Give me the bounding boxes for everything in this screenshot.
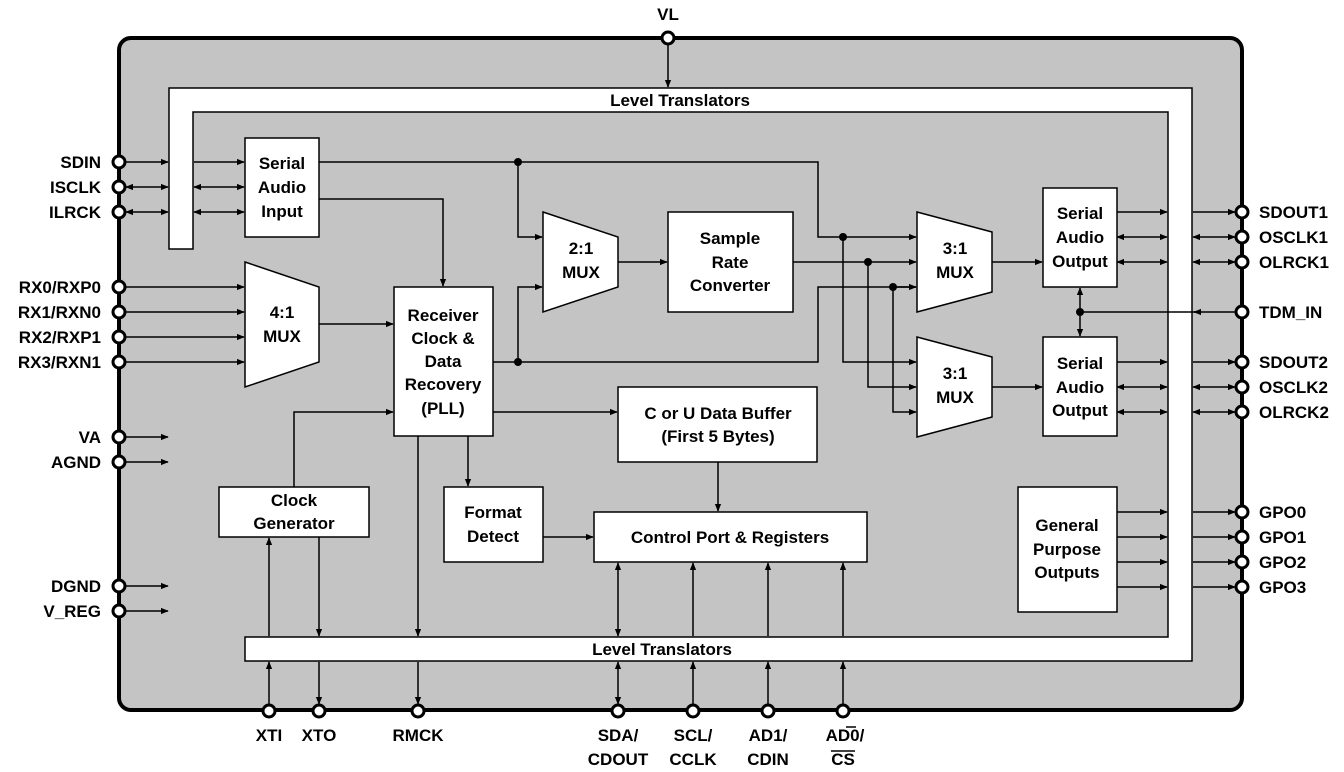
pin-label-vreg: V_REG	[43, 602, 101, 621]
right-pins: SDOUT1 OSCLK1 OLRCK1 TDM_IN SDOUT2 OSCLK…	[1234, 203, 1329, 597]
pin-label-rmck: RMCK	[393, 726, 445, 745]
pin-label-tdm-in: TDM_IN	[1259, 303, 1322, 322]
pin-label-rx1: RX1/RXN0	[18, 303, 101, 322]
pin-label-ilrck: ILRCK	[49, 203, 102, 222]
left-pins: SDIN ISCLK ILRCK RX0/RXP0 RX1/RXN0 RX2/R…	[18, 153, 127, 621]
pin-label-dgnd: DGND	[51, 577, 101, 596]
level-translators-bottom-label: Level Translators	[592, 640, 732, 659]
level-translator-frame	[168, 87, 1193, 662]
pin-label-xti: XTI	[256, 726, 282, 745]
pin-label-olrck1: OLRCK1	[1259, 253, 1329, 272]
pin-label-gpo1: GPO1	[1259, 528, 1306, 547]
level-translators-top-label: Level Translators	[610, 91, 750, 110]
pin-label-xto: XTO	[302, 726, 337, 745]
pin-label-olrck2: OLRCK2	[1259, 403, 1329, 422]
junction-dots	[514, 158, 1084, 366]
pin-label-rx0: RX0/RXP0	[19, 278, 101, 297]
pin-label-isclk: ISCLK	[50, 178, 102, 197]
pin-label-agnd: AGND	[51, 453, 101, 472]
pin-label-scl-cclk: SCL/CCLK	[669, 726, 717, 769]
chip-body	[117, 36, 1244, 712]
pin-label-sdout1: SDOUT1	[1259, 203, 1328, 222]
pin-label-ad1-cdin: AD1/CDIN	[747, 726, 789, 769]
pin-label-gpo3: GPO3	[1259, 578, 1306, 597]
cu-data-buffer-block: C or U Data Buffer(First 5 Bytes)	[617, 386, 818, 463]
pin-label-rx3: RX3/RXN1	[18, 353, 101, 372]
pin-label-rx2: RX2/RXP1	[19, 328, 101, 347]
pin-label-osclk1: OSCLK1	[1259, 228, 1328, 247]
control-port-block: Control Port & Registers	[593, 511, 868, 563]
pin-label-va: VA	[79, 428, 101, 447]
pin-label-sda-cdout: SDA/CDOUT	[588, 726, 649, 769]
pin-label-gpo0: GPO0	[1259, 503, 1306, 522]
pin-label-gpo2: GPO2	[1259, 553, 1306, 572]
pin-label-sdout2: SDOUT2	[1259, 353, 1328, 372]
pin-label-osclk2: OSCLK2	[1259, 378, 1328, 397]
bottom-pins: XTI XTO RMCK SDA/CDOUT SCL/CCLK AD1/CDIN…	[256, 703, 865, 769]
svg-text:C or U Data Buffer(First 5 Byt: C or U Data Buffer(First 5 Bytes)	[644, 404, 792, 446]
pin-label-sdin: SDIN	[60, 153, 101, 172]
svg-text:VL: VL	[657, 5, 679, 24]
pin-vl: VL	[657, 5, 679, 46]
pin-label-ad0-cs: AD0/CS	[826, 726, 865, 769]
svg-text:Control Port & Registers: Control Port & Registers	[631, 528, 829, 547]
